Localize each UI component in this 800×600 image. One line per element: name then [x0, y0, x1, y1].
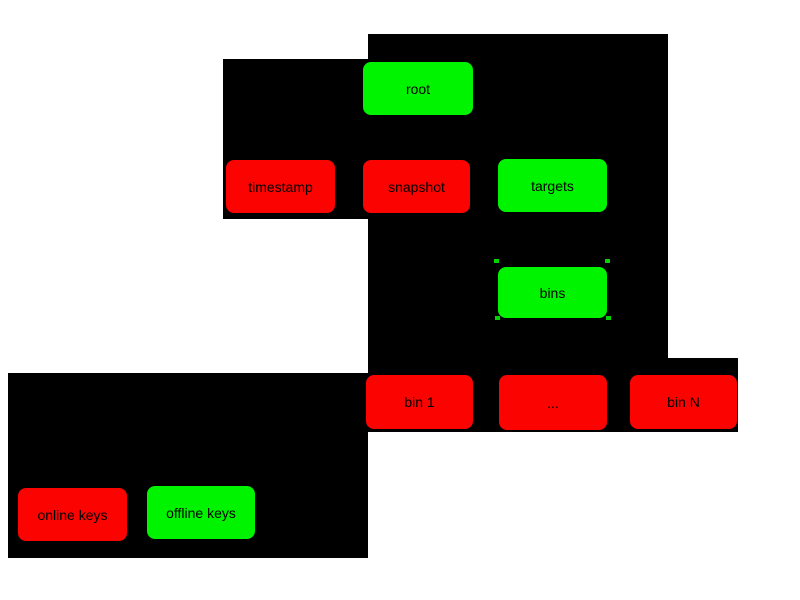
node-timestamp[interactable]: timestamp [225, 159, 336, 214]
selection-handle-bottom-right[interactable] [606, 316, 611, 320]
legend-online-keys: online keys [17, 487, 128, 542]
node-targets[interactable]: targets [497, 158, 608, 213]
node-bin-ellipsis[interactable]: ... [498, 374, 608, 431]
selection-handle-bottom-left[interactable] [495, 316, 500, 320]
legend-offline-keys: offline keys [146, 485, 256, 540]
selection-handle-top-right[interactable] [605, 259, 610, 263]
node-root[interactable]: root [362, 61, 474, 116]
node-bin-n[interactable]: bin N [629, 374, 738, 430]
node-bins[interactable]: bins [497, 266, 608, 319]
selection-handle-top-left[interactable] [494, 259, 499, 263]
node-snapshot[interactable]: snapshot [362, 159, 471, 214]
node-bin-1[interactable]: bin 1 [365, 374, 474, 430]
